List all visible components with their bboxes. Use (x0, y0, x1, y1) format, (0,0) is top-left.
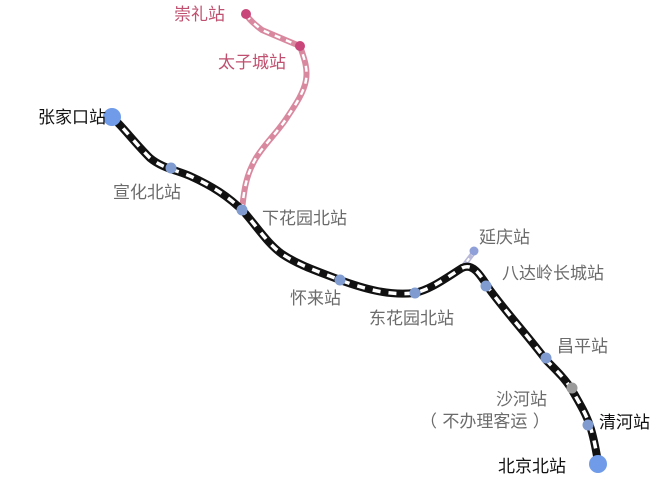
qinghe-station-dot[interactable] (582, 419, 594, 431)
beijing-bei-station-dot[interactable] (589, 455, 607, 473)
chongli-label: 崇礼站 (174, 5, 225, 25)
shahe-station-dot[interactable] (566, 382, 578, 394)
changping-label: 昌平站 (557, 337, 608, 357)
shahe-label: 沙河站 (496, 390, 547, 410)
huailai-label: 怀来站 (290, 289, 341, 309)
qinghe-label: 清河站 (599, 413, 650, 433)
donghuayuan-bei-station-dot[interactable] (409, 287, 421, 299)
chongli-station-dot[interactable] (241, 9, 251, 19)
taizicheng-label: 太子城站 (218, 53, 286, 73)
huailai-station-dot[interactable] (334, 274, 346, 286)
taizicheng-station-dot[interactable] (295, 41, 305, 51)
shahe-note-label: （ 不办理客运 ） (420, 412, 550, 432)
xiahuayuan-bei-label: 下花园北站 (262, 209, 347, 229)
xuanhua-bei-label: 宣化北站 (113, 183, 181, 203)
yanqing-station-dot[interactable] (469, 246, 479, 256)
yanqing-label: 延庆站 (479, 228, 530, 248)
donghuayuan-bei-label: 东花园北站 (369, 309, 454, 329)
main-line (109, 114, 602, 463)
beijing-bei-label: 北京北站 (498, 457, 566, 477)
zhangjiakou-label: 张家口站 (38, 108, 106, 128)
badaling-label: 八达岭长城站 (502, 264, 604, 284)
chongli-branch-dash (240, 13, 308, 211)
main-line-dash (110, 115, 600, 463)
xuanhua-bei-station-dot[interactable] (165, 162, 177, 174)
xiahuayuan-bei-station-dot[interactable] (236, 204, 248, 216)
zhangjiakou-station-dot[interactable] (103, 108, 121, 126)
changping-station-dot[interactable] (540, 352, 552, 364)
badaling-station-dot[interactable] (480, 280, 492, 292)
